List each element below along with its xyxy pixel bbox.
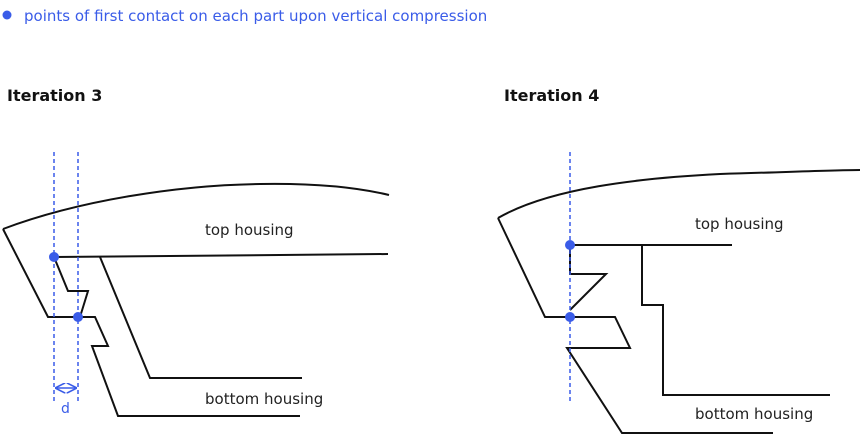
iteration-4-contact-point-top <box>565 240 575 250</box>
iteration-3-top-housing-inner <box>53 253 389 258</box>
iteration-3-bottom-housing-profile <box>53 256 90 318</box>
iteration-4-top-housing-label: top housing <box>695 215 784 233</box>
iteration-3-bottom-housing-label: bottom housing <box>205 390 323 408</box>
iteration-4-bottom-housing-profile <box>569 245 609 311</box>
iteration-3-top-housing-curve <box>2 182 390 230</box>
iteration-3-contact-point-bottom <box>73 312 83 322</box>
iteration-4-bottom-housing-label: bottom housing <box>695 405 813 423</box>
iteration-3-bottom-housing-leg <box>99 256 302 379</box>
iteration-4-contact-point-bottom <box>565 312 575 322</box>
iteration-3-top-housing-label: top housing <box>205 221 294 239</box>
iteration-3-diagram: d top housing bottom housing <box>2 152 390 417</box>
iteration-3-title: Iteration 3 <box>7 86 102 105</box>
legend-marker <box>2 10 12 20</box>
iteration-3-top-housing-profile <box>2 228 300 417</box>
iteration-4-bottom-housing-leg <box>641 245 830 396</box>
iteration-4-top-housing-curve <box>497 169 861 219</box>
iteration-4-title: Iteration 4 <box>504 86 599 105</box>
iteration-3-dimension-label: d <box>61 401 70 417</box>
iteration-4-top-housing-profile <box>497 217 773 434</box>
iteration-4-diagram: top housing bottom housing <box>497 152 861 434</box>
legend-text: points of first contact on each part upo… <box>24 7 487 25</box>
iteration-3-contact-point-top <box>49 252 59 262</box>
